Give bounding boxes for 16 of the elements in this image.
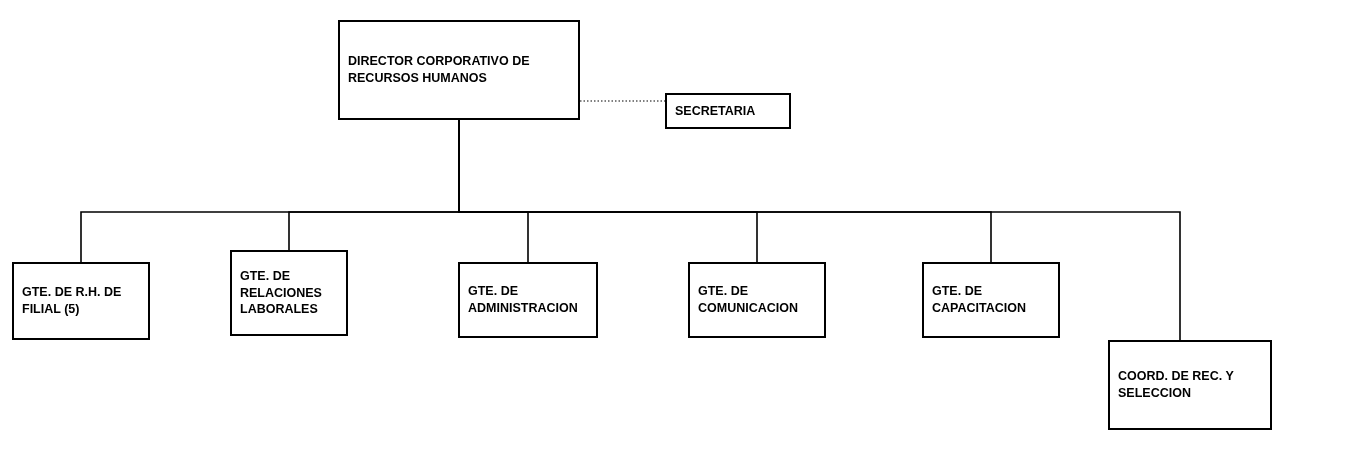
org-box [688,262,826,338]
org-box [665,93,791,129]
box-label: GTE. DE COMUNICACION [698,283,799,317]
box-label: GTE. DE RELACIONES LABORALES [240,267,323,319]
box-label: COORD. DE REC. Y SELECCION [1118,368,1235,402]
box-label: GTE. DE CAPACITACION [932,283,1027,317]
org-box [338,20,580,120]
org-box [230,250,348,336]
box-label: GTE. DE R.H. DE FILIAL (5) [22,284,123,318]
org-box [458,262,598,338]
org-box [1108,340,1272,430]
box-label: DIRECTOR CORPORATIVO DE RECURSOS HUMANOS [348,53,531,87]
org-box [922,262,1060,338]
box-label: SECRETARIA [675,102,756,120]
org-box [12,262,150,340]
box-label: GTE. DE ADMINISTRACION [468,283,579,317]
